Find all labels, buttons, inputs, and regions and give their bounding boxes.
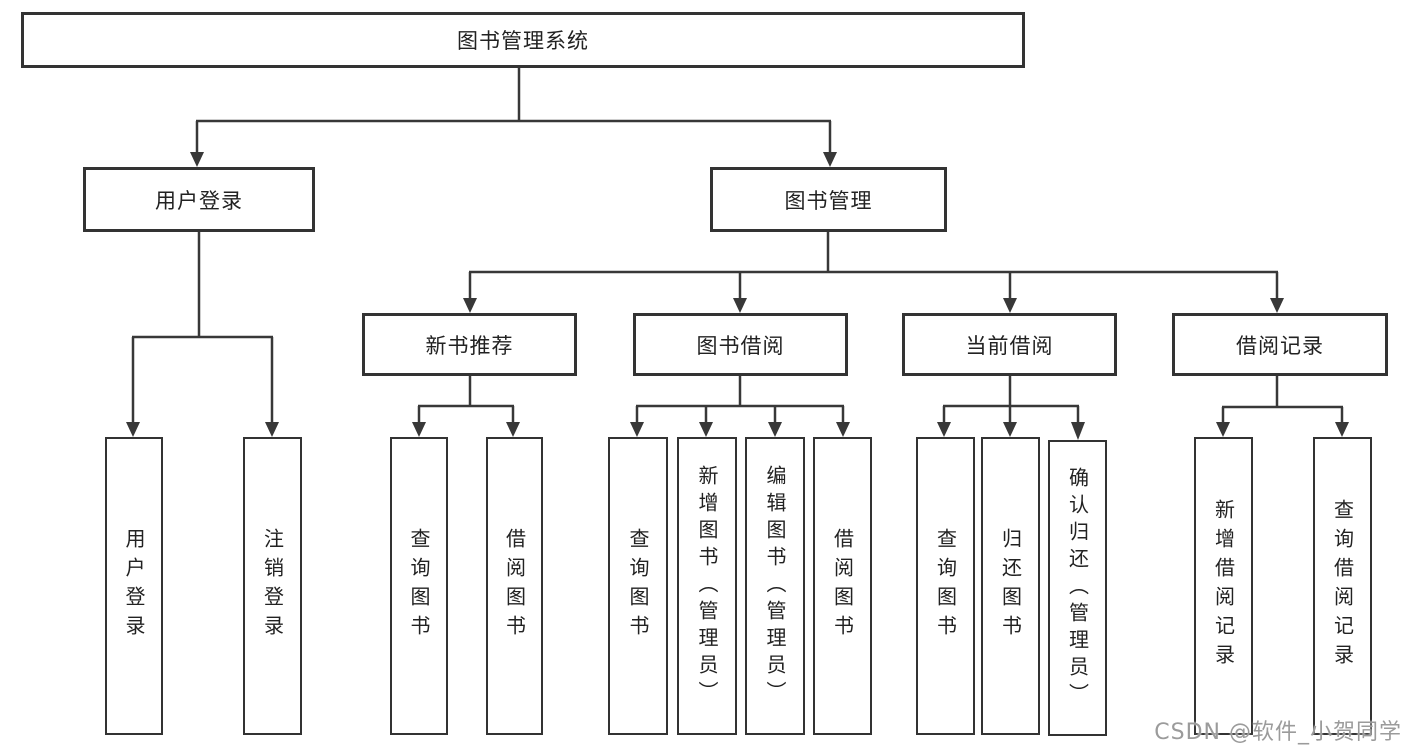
node-book-management: 图书管理 bbox=[710, 167, 947, 232]
node-leaf-query-borrow-record-label: 查询借阅记录 bbox=[1330, 499, 1355, 673]
node-leaf-borrow-books-2: 借阅图书 bbox=[813, 437, 872, 735]
node-leaf-add-books-admin: 新增图书（管理员） bbox=[677, 437, 737, 735]
node-leaf-return-books: 归还图书 bbox=[981, 437, 1040, 735]
node-user-login-label: 用户登录 bbox=[155, 188, 243, 213]
node-leaf-confirm-return-admin: 确认归还（管理员） bbox=[1048, 440, 1107, 736]
node-leaf-query-books-1: 查询图书 bbox=[390, 437, 448, 735]
node-leaf-return-books-label: 归还图书 bbox=[998, 528, 1023, 644]
node-new-book-recommend: 新书推荐 bbox=[362, 313, 577, 376]
node-leaf-borrow-books-2-label: 借阅图书 bbox=[830, 528, 855, 644]
node-leaf-borrow-books-1-label: 借阅图书 bbox=[502, 528, 527, 644]
node-leaf-query-borrow-record: 查询借阅记录 bbox=[1313, 437, 1372, 735]
node-leaf-add-books-admin-label: 新增图书（管理员） bbox=[695, 464, 719, 708]
node-current-borrowing-label: 当前借阅 bbox=[965, 333, 1054, 358]
node-book-borrowing: 图书借阅 bbox=[633, 313, 848, 376]
node-leaf-logout: 注销登录 bbox=[243, 437, 302, 735]
node-book-borrowing-label: 图书借阅 bbox=[696, 333, 785, 358]
node-book-management-label: 图书管理 bbox=[784, 188, 873, 213]
node-leaf-query-books-2-label: 查询图书 bbox=[626, 528, 650, 644]
node-leaf-query-books-3: 查询图书 bbox=[916, 437, 975, 735]
node-current-borrowing: 当前借阅 bbox=[902, 313, 1117, 376]
node-leaf-add-borrow-record: 新增借阅记录 bbox=[1194, 437, 1253, 735]
node-leaf-borrow-books-1: 借阅图书 bbox=[486, 437, 543, 735]
node-leaf-query-books-1-label: 查询图书 bbox=[407, 528, 431, 644]
node-user-login: 用户登录 bbox=[83, 167, 315, 232]
node-root-system: 图书管理系统 bbox=[21, 12, 1025, 68]
node-leaf-add-borrow-record-label: 新增借阅记录 bbox=[1211, 499, 1236, 673]
csdn-watermark: CSDN @软件_小贺同学 bbox=[1154, 720, 1402, 745]
node-leaf-query-books-2: 查询图书 bbox=[608, 437, 668, 735]
node-leaf-edit-books-admin: 编辑图书（管理员） bbox=[745, 437, 805, 735]
node-root-label: 图书管理系统 bbox=[457, 29, 589, 53]
node-new-book-recommend-label: 新书推荐 bbox=[425, 333, 514, 358]
node-borrowing-records: 借阅记录 bbox=[1172, 313, 1388, 376]
node-leaf-query-books-3-label: 查询图书 bbox=[933, 528, 958, 644]
node-leaf-user-login-label: 用户登录 bbox=[122, 528, 146, 644]
node-borrowing-records-label: 借阅记录 bbox=[1236, 333, 1324, 358]
node-leaf-user-login: 用户登录 bbox=[105, 437, 163, 735]
node-leaf-confirm-return-admin-label: 确认归还（管理员） bbox=[1065, 466, 1090, 710]
node-leaf-edit-books-admin-label: 编辑图书（管理员） bbox=[763, 464, 787, 708]
arrowheads bbox=[126, 152, 1349, 440]
node-leaf-logout-label: 注销登录 bbox=[260, 528, 285, 644]
